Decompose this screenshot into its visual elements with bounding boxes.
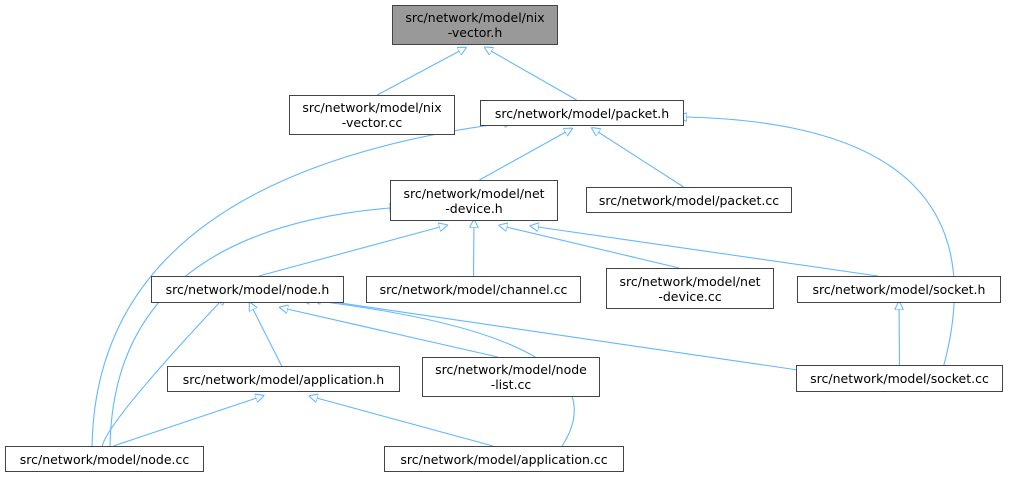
node-socket-h[interactable]: src/network/model/socket.h xyxy=(797,276,1001,303)
node-application-h[interactable]: src/network/model/application.h xyxy=(167,366,400,392)
edge-packet_h-to-netdevice_h xyxy=(479,132,565,181)
node-node-cc[interactable]: src/network/model/node.cc xyxy=(5,446,204,472)
edge-netdevice_h-to-node_cc xyxy=(109,208,390,456)
edge-nixvector_h-to-packet_h xyxy=(491,51,577,101)
node-label-line: src/network/model/packet.cc xyxy=(598,192,780,208)
edge-netdevice_h-to-netdevice_cc xyxy=(506,227,680,269)
node-label-line: src/network/model/channel.cc xyxy=(379,282,568,297)
edge-netdevice_h-to-socket_h xyxy=(538,227,878,277)
node-label-line: -list.cc xyxy=(490,377,532,392)
edge-application_h-to-node_cc xyxy=(113,398,256,447)
node-net-device-h[interactable]: src/network/model/net -device.h xyxy=(390,180,558,221)
node-label-line: src/network/model/application.h xyxy=(182,371,385,387)
edge-node_h-to-node_cc xyxy=(101,302,220,450)
node-label-line: src/network/model/net xyxy=(403,185,545,201)
edge-application_h-to-application_cc xyxy=(317,398,494,447)
node-label-line: src/network/model/nix xyxy=(302,100,442,115)
edge-packet_h-to-packet_cc xyxy=(598,132,684,188)
edge-nixvector_h-to-nixvector_cc xyxy=(376,51,459,96)
edge-node_h-to-application_h xyxy=(253,309,283,367)
node-label-line: -device.cc xyxy=(658,288,722,304)
node-label-line: src/network/model/packet.h xyxy=(494,105,670,121)
node-label-line: src/network/model/application.cc xyxy=(400,451,608,467)
node-label-line: -vector.h xyxy=(447,25,503,40)
node-node-h[interactable]: src/network/model/node.h xyxy=(151,276,344,303)
node-packet-h[interactable]: src/network/model/packet.h xyxy=(480,100,684,126)
edge-netdevice_h-to-node_h xyxy=(258,227,440,277)
node-application-cc[interactable]: src/network/model/application.cc xyxy=(384,446,624,472)
node-nix-vector-h[interactable]: src/network/model/nix -vector.h xyxy=(392,5,558,45)
node-net-device-cc[interactable]: src/network/model/net -device.cc xyxy=(606,268,774,309)
node-node-list-cc[interactable]: src/network/model/node -list.cc xyxy=(422,357,600,397)
edge-node_h-to-nodelist_cc xyxy=(287,309,498,358)
node-label-line: src/network/model/socket.cc xyxy=(810,371,989,386)
node-channel-cc[interactable]: src/network/model/channel.cc xyxy=(366,276,581,303)
node-label-line: src/network/model/nix xyxy=(405,10,545,25)
node-label-line: -vector.cc xyxy=(341,115,403,130)
node-socket-cc[interactable]: src/network/model/socket.cc xyxy=(796,365,1003,392)
edge-packet_h-to-node_cc xyxy=(91,123,505,456)
node-label-line: src/network/model/node.cc xyxy=(19,451,190,467)
edge-node_h-to-socket_cc xyxy=(320,300,833,376)
node-label-line: src/network/model/net xyxy=(619,273,761,289)
node-label-line: src/network/model/node xyxy=(435,362,587,377)
node-label-line: src/network/model/node.h xyxy=(165,282,330,297)
node-packet-cc[interactable]: src/network/model/packet.cc xyxy=(586,187,792,213)
node-nix-vector-cc[interactable]: src/network/model/nix -vector.cc xyxy=(289,95,455,135)
edge-packet_h-to-socket_cc xyxy=(686,117,955,373)
node-label-line: src/network/model/socket.h xyxy=(812,282,986,297)
node-label-line: -device.h xyxy=(445,200,503,216)
